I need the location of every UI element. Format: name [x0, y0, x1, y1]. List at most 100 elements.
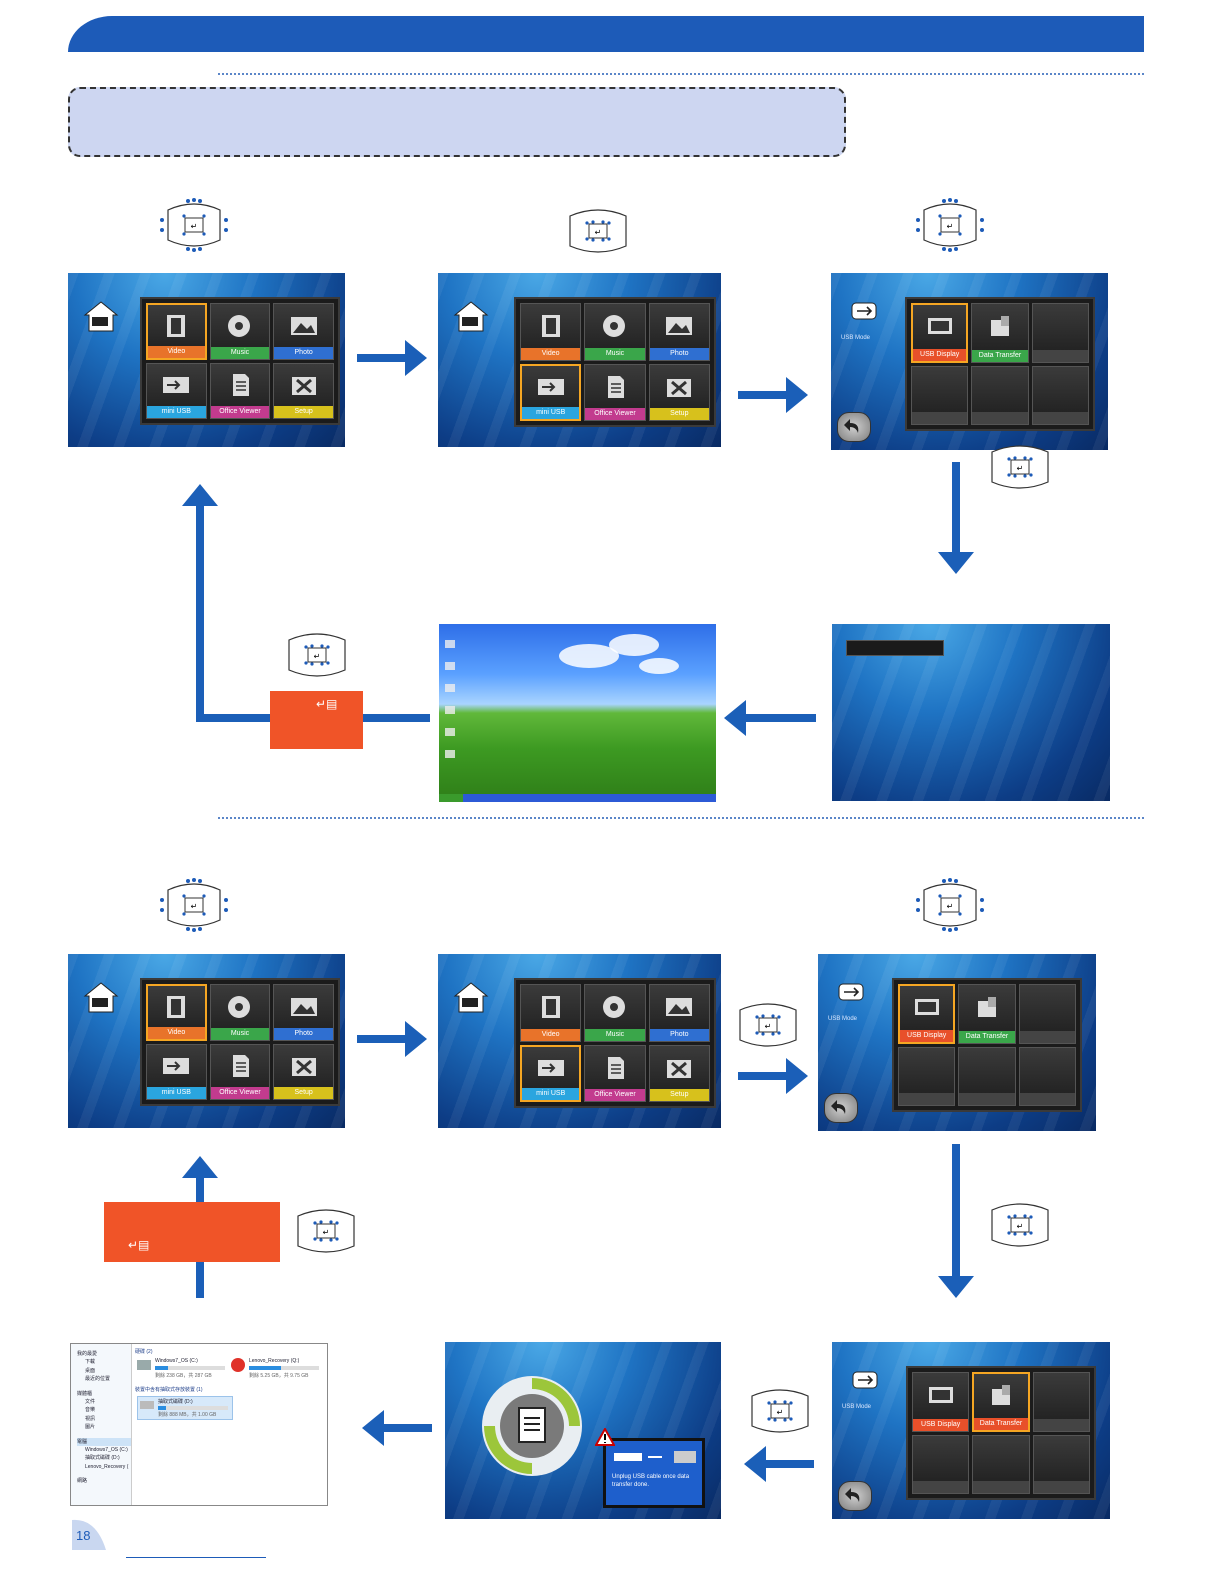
tile-label: Office Viewer [210, 406, 270, 418]
usb-tile-empty [898, 1046, 956, 1106]
film-icon [167, 315, 186, 337]
page-number: 18 [76, 1528, 91, 1543]
flow-arrow-left [724, 700, 816, 736]
menu-tile-video[interactable]: Video [146, 984, 207, 1041]
svg-text:↵: ↵ [947, 222, 954, 231]
start-button[interactable] [439, 794, 463, 802]
tile-label: mini USB [147, 1087, 206, 1099]
menu-tile-mini-usb[interactable]: mini USB [520, 1044, 582, 1102]
nav-item[interactable]: 圖片 [85, 1424, 96, 1431]
hdd-group-header: 硬碟 (2) [135, 1349, 153, 1355]
home-icon [83, 982, 119, 1013]
menu-tile-office-viewer[interactable]: Office Viewer [209, 1043, 271, 1100]
nav-item[interactable]: Lenovo_Recovery ( [85, 1463, 129, 1470]
nav-item[interactable]: 文件 [85, 1399, 96, 1406]
menu-tile-photo[interactable]: Photo [648, 984, 710, 1042]
menu-tile-music[interactable]: Music [584, 984, 646, 1042]
nav-item[interactable]: 桌面 [85, 1367, 96, 1374]
disc-music-icon [602, 315, 625, 338]
nav-item[interactable]: 下載 [85, 1359, 96, 1366]
menu-tile-music[interactable]: Music [209, 303, 271, 360]
tile-label: USB Display [900, 1029, 954, 1042]
usb-mode-screen-data-transfer-selected: USB Mode USB Display Data Transfer [832, 1342, 1110, 1519]
menu-tile-video[interactable]: Video [520, 303, 582, 361]
menu-tile-setup[interactable]: Setup [648, 363, 710, 421]
usb-tile-usb-display[interactable]: USB Display [898, 984, 956, 1044]
nav-item-computer[interactable]: 電腦 [77, 1437, 131, 1447]
menu-tile-setup[interactable]: Setup [273, 1043, 334, 1100]
menu-tile-photo[interactable]: Photo [648, 303, 710, 361]
usb-tile-empty [971, 365, 1029, 425]
note-box [68, 87, 846, 157]
usb-mode-grid: USB Display Data Transfer [905, 297, 1095, 431]
removable-group-header: 裝置中含有抽取式存放裝置 (1) [135, 1387, 203, 1393]
usb-tile-empty [1032, 1434, 1090, 1494]
svg-text:↵: ↵ [191, 902, 198, 911]
back-button[interactable] [838, 1481, 872, 1511]
tile-label: Setup [274, 406, 333, 418]
remote-pad-all-directions: ↵ [160, 878, 228, 932]
disc-music-icon [227, 314, 250, 337]
flow-arrow-left [744, 1446, 814, 1482]
menu-tile-setup[interactable]: Setup [648, 1044, 710, 1102]
drive-name: Windows7_OS (C:) [155, 1358, 198, 1364]
document-icon [232, 374, 249, 397]
unplug-cable-icon [614, 1451, 696, 1463]
usb-tile-usb-display[interactable]: USB Display [911, 303, 969, 363]
drive-space: 剩餘 888 MB，共 1.00 GB [158, 1412, 217, 1418]
svg-text:↵: ↵ [1017, 1222, 1024, 1231]
connecting-screen [832, 624, 1110, 801]
menu-tile-office-viewer[interactable]: Office Viewer [209, 362, 271, 419]
data-transfer-icon [991, 1385, 1010, 1406]
menu-tile-video[interactable]: Video [146, 303, 207, 360]
menu-tile-mini-usb[interactable]: mini USB [146, 362, 207, 419]
usb-tile-data-transfer[interactable]: Data Transfer [971, 303, 1029, 363]
usb-tile-usb-display[interactable]: USB Display [912, 1372, 970, 1432]
usb-tile-data-transfer[interactable]: Data Transfer [972, 1372, 1030, 1432]
home-menu-screen: Video Music Photo mini USB Office Viewer… [68, 273, 345, 447]
remote-pad-enter: ↵ [564, 204, 632, 258]
menu-tile-mini-usb[interactable]: mini USB [520, 363, 582, 421]
drive-usage-bar [249, 1366, 319, 1370]
photo-icon [666, 317, 693, 336]
usb-mode-screen: USB Mode USB Display Data Transfer [818, 954, 1096, 1131]
menu-tile-photo[interactable]: Photo [273, 303, 334, 360]
nav-item[interactable]: 媒體櫃 [77, 1390, 93, 1397]
tile-label: Data Transfer [972, 349, 1028, 362]
menu-tile-office-viewer[interactable]: Office Viewer [584, 1044, 646, 1102]
usb-tile-empty [958, 1046, 1016, 1106]
svg-text:↵: ↵ [191, 222, 198, 231]
home-menu-screen: Video Music Photo mini USB Office Viewer… [68, 954, 345, 1128]
nav-item[interactable]: 抽取式磁碟 (D:) [85, 1455, 120, 1462]
drive-item-d[interactable]: 抽取式磁碟 (D:) 剩餘 888 MB，共 1.00 GB [137, 1396, 233, 1420]
nav-item[interactable]: 最近的位置 [85, 1376, 111, 1383]
tile-label: USB Display [913, 1418, 969, 1431]
menu-tile-music[interactable]: Music [209, 984, 271, 1041]
nav-item[interactable]: 音樂 [85, 1407, 96, 1414]
svg-text:↵: ↵ [323, 1228, 330, 1237]
back-button[interactable] [824, 1093, 858, 1123]
drive-item-c[interactable]: Windows7_OS (C:) 剩餘 238 GB，共 287 GB [137, 1358, 227, 1382]
tile-label: Video [148, 345, 205, 358]
remote-pad-enter: ↵ [283, 628, 351, 682]
document-icon [232, 1055, 249, 1078]
nav-item[interactable]: 視訊 [85, 1415, 96, 1422]
menu-tile-photo[interactable]: Photo [273, 984, 334, 1041]
menu-tile-setup[interactable]: Setup [273, 362, 334, 419]
menu-tile-video[interactable]: Video [520, 984, 582, 1042]
usb-tile-data-transfer[interactable]: Data Transfer [958, 984, 1016, 1044]
drive-item-q[interactable]: Lenovo_Recovery (Q:) 剩餘 5.25 GB，共 9.75 G… [231, 1358, 323, 1382]
nav-item[interactable]: Windows7_OS (C:) [85, 1447, 128, 1454]
tile-label: Office Viewer [585, 408, 645, 420]
flow-line [362, 714, 430, 722]
flow-line [196, 714, 270, 722]
status-bar [846, 640, 944, 656]
menu-tile-office-viewer[interactable]: Office Viewer [584, 363, 646, 421]
pc-desktop-screen [439, 624, 716, 802]
nav-item[interactable]: 網路 [77, 1478, 88, 1485]
nav-item[interactable]: 我的最愛 [77, 1351, 98, 1357]
menu-tile-music[interactable]: Music [584, 303, 646, 361]
menu-tile-mini-usb[interactable]: mini USB [146, 1043, 207, 1100]
usb-tile-empty [1018, 984, 1076, 1044]
back-button[interactable] [837, 412, 871, 442]
